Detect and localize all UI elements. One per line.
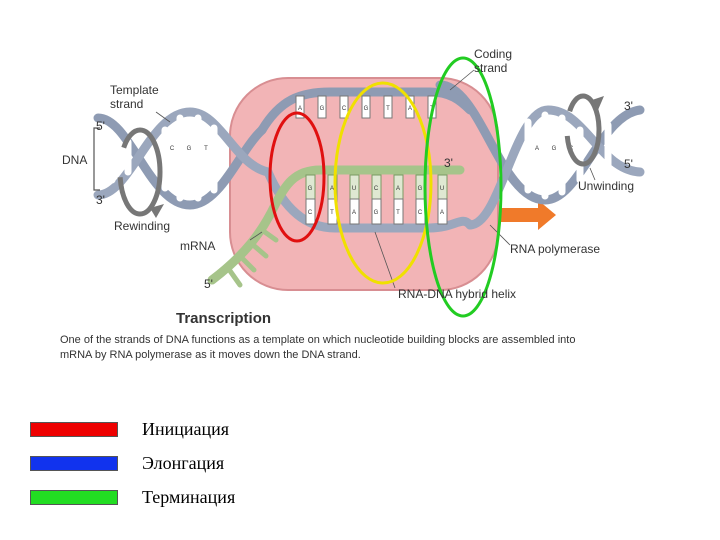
hybrid-helix-label: RNA-DNA hybrid helix — [398, 287, 516, 301]
template-base-letters: C T A G T C A — [308, 210, 444, 216]
direction-arrow — [500, 200, 556, 230]
template-strand-label-line2: strand — [110, 97, 143, 111]
rna-base-letters: G A U C A G U — [308, 186, 445, 192]
base-letter: C — [170, 146, 175, 152]
three-prime-inner-label: 3' — [444, 156, 453, 170]
base-letter: A — [535, 146, 539, 152]
base-letter: C — [342, 106, 347, 112]
rna-polymerase-label: RNA polymerase — [510, 242, 600, 256]
legend-item-termination: Терминация — [30, 486, 430, 508]
mrna-strand — [207, 165, 465, 285]
leader-lines — [155, 69, 596, 289]
hybrid-base-pairs — [305, 174, 448, 225]
rewinding-label: Rewinding — [114, 219, 170, 233]
base-letter: A — [440, 210, 444, 216]
base-letter: U — [352, 186, 356, 192]
unwinding-arrow-icon — [564, 93, 604, 167]
dna-bracket — [93, 127, 100, 191]
legend: Инициация Элонгация Терминация — [30, 418, 430, 528]
mrna-tail-bases — [225, 227, 279, 288]
five-prime-right-label: 5' — [624, 157, 633, 171]
legend-item-elongation: Элонгация — [30, 452, 430, 474]
base-letter: A — [330, 186, 334, 192]
left-helix — [93, 107, 273, 210]
base-letter: T — [396, 210, 400, 216]
coding-strand-label-line2: strand — [474, 61, 507, 75]
base-letter: C — [308, 210, 313, 216]
base-letter: G — [364, 106, 369, 112]
base-letter: G — [320, 106, 325, 112]
legend-swatch — [30, 456, 118, 471]
base-letter: T — [386, 106, 390, 112]
elongation-ring — [333, 81, 433, 285]
legend-label: Элонгация — [142, 453, 225, 473]
base-letter: G — [552, 146, 557, 152]
mrna-label: mRNA — [180, 239, 215, 253]
three-prime-right-label: 3' — [624, 99, 633, 113]
rewinding-arrow-icon — [117, 127, 164, 218]
base-letter: C — [374, 186, 379, 192]
base-letter: G — [374, 210, 379, 216]
base-letter: A — [408, 106, 412, 112]
legend-label: Терминация — [142, 487, 236, 507]
three-prime-left-label: 3' — [96, 193, 105, 207]
base-letter: G — [187, 146, 192, 152]
base-letter: T — [330, 210, 334, 216]
base-letter: U — [440, 186, 444, 192]
template-strand-label-line1: Template — [110, 83, 159, 97]
legend-swatch — [30, 422, 118, 437]
five-prime-left-label: 5' — [96, 119, 105, 133]
legend-label: Инициация — [142, 419, 230, 439]
base-letter: G — [308, 186, 313, 192]
base-letter: C — [418, 210, 423, 216]
base-letter: G — [418, 186, 423, 192]
base-letter: A — [298, 106, 302, 112]
figure-title: Transcription — [176, 310, 271, 327]
caption-line-1: One of the strands of DNA functions as a… — [60, 334, 575, 346]
transcription-diagram: A G C G T A T C G T A G C G A U C A G U … — [60, 47, 645, 361]
base-letter: A — [352, 210, 356, 216]
caption-line-2: mRNA by RNA polymerase as it moves down … — [60, 349, 361, 361]
legend-swatch — [30, 490, 118, 505]
coding-strand-label-line1: Coding — [474, 47, 512, 61]
base-letter: T — [204, 146, 208, 152]
unwinding-label: Unwinding — [578, 179, 634, 193]
legend-item-initiation: Инициация — [30, 418, 430, 440]
five-prime-mrna-label: 5' — [204, 277, 213, 291]
initiation-ring — [268, 111, 326, 243]
dna-label: DNA — [62, 153, 87, 167]
termination-ring — [423, 56, 503, 318]
base-letter: A — [396, 186, 400, 192]
coding-strand — [257, 87, 475, 135]
